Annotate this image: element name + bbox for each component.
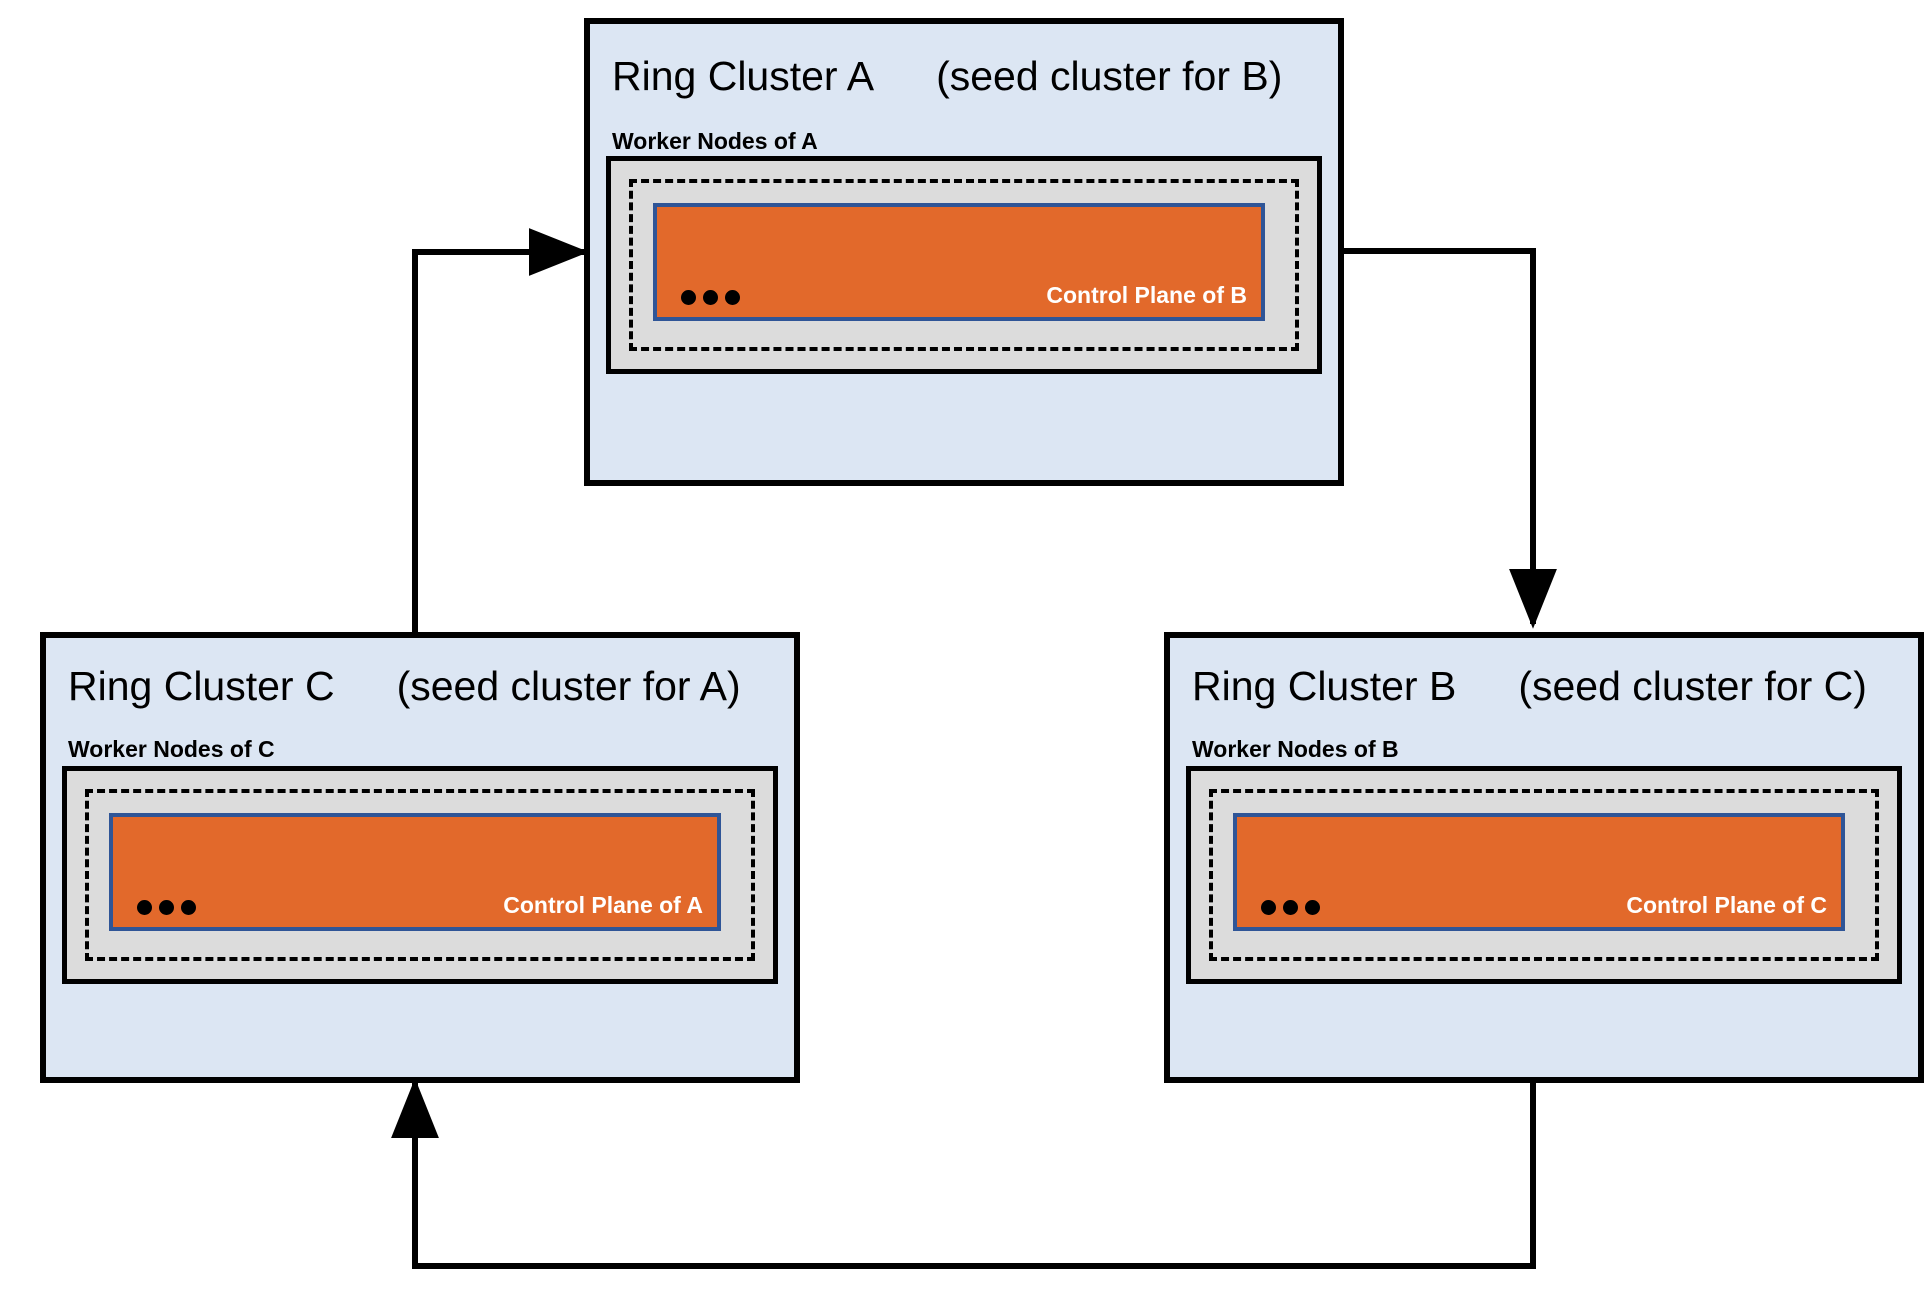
cluster-b-seed-note: (seed cluster for C) <box>1518 663 1867 709</box>
cluster-c-worker-nodes[interactable]: Control Plane of A <box>62 766 778 984</box>
cluster-b-worker-label: Worker Nodes of B <box>1192 736 1399 762</box>
cluster-a-seed-note: (seed cluster for B) <box>936 53 1283 99</box>
cluster-b-node-boundary <box>1209 789 1879 961</box>
cluster-a-control-plane-label: Control Plane of B <box>1046 282 1247 308</box>
cluster-a-control-plane[interactable]: Control Plane of B <box>653 203 1265 321</box>
cluster-a-ellipsis-dots <box>681 290 740 305</box>
cluster-c-control-plane-label: Control Plane of A <box>503 892 703 918</box>
cluster-c-control-plane[interactable]: Control Plane of A <box>109 813 721 931</box>
cluster-c-node-boundary <box>85 789 755 961</box>
arrow-c-to-a <box>412 228 589 640</box>
cluster-c-seed-note: (seed cluster for A) <box>396 663 741 709</box>
cluster-c-worker-label: Worker Nodes of C <box>68 736 275 762</box>
cluster-a-name: Ring Cluster A <box>612 53 875 99</box>
cluster-a-title: Ring Cluster A (seed cluster for B) <box>612 56 1282 97</box>
cluster-a[interactable]: Ring Cluster A (seed cluster for B) Worke… <box>584 18 1344 486</box>
cluster-b[interactable]: Ring Cluster B (seed cluster for C) Worke… <box>1164 632 1924 1083</box>
cluster-b-control-plane-label: Control Plane of C <box>1626 892 1827 918</box>
cluster-a-node-boundary <box>629 179 1299 351</box>
cluster-b-title: Ring Cluster B (seed cluster for C) <box>1192 666 1867 707</box>
cluster-b-name: Ring Cluster B <box>1192 663 1457 709</box>
cluster-b-control-plane[interactable]: Control Plane of C <box>1233 813 1845 931</box>
cluster-c-ellipsis-dots <box>137 900 196 915</box>
cluster-a-worker-label: Worker Nodes of A <box>612 128 818 154</box>
cluster-b-worker-nodes[interactable]: Control Plane of C <box>1186 766 1902 984</box>
cluster-c[interactable]: Ring Cluster C (seed cluster for A) Worke… <box>40 632 800 1083</box>
cluster-a-worker-nodes[interactable]: Control Plane of B <box>606 156 1322 374</box>
cluster-b-ellipsis-dots <box>1261 900 1320 915</box>
cluster-c-name: Ring Cluster C <box>68 663 335 709</box>
arrow-a-to-b <box>1344 248 1557 629</box>
cluster-c-title: Ring Cluster C (seed cluster for A) <box>68 666 741 707</box>
